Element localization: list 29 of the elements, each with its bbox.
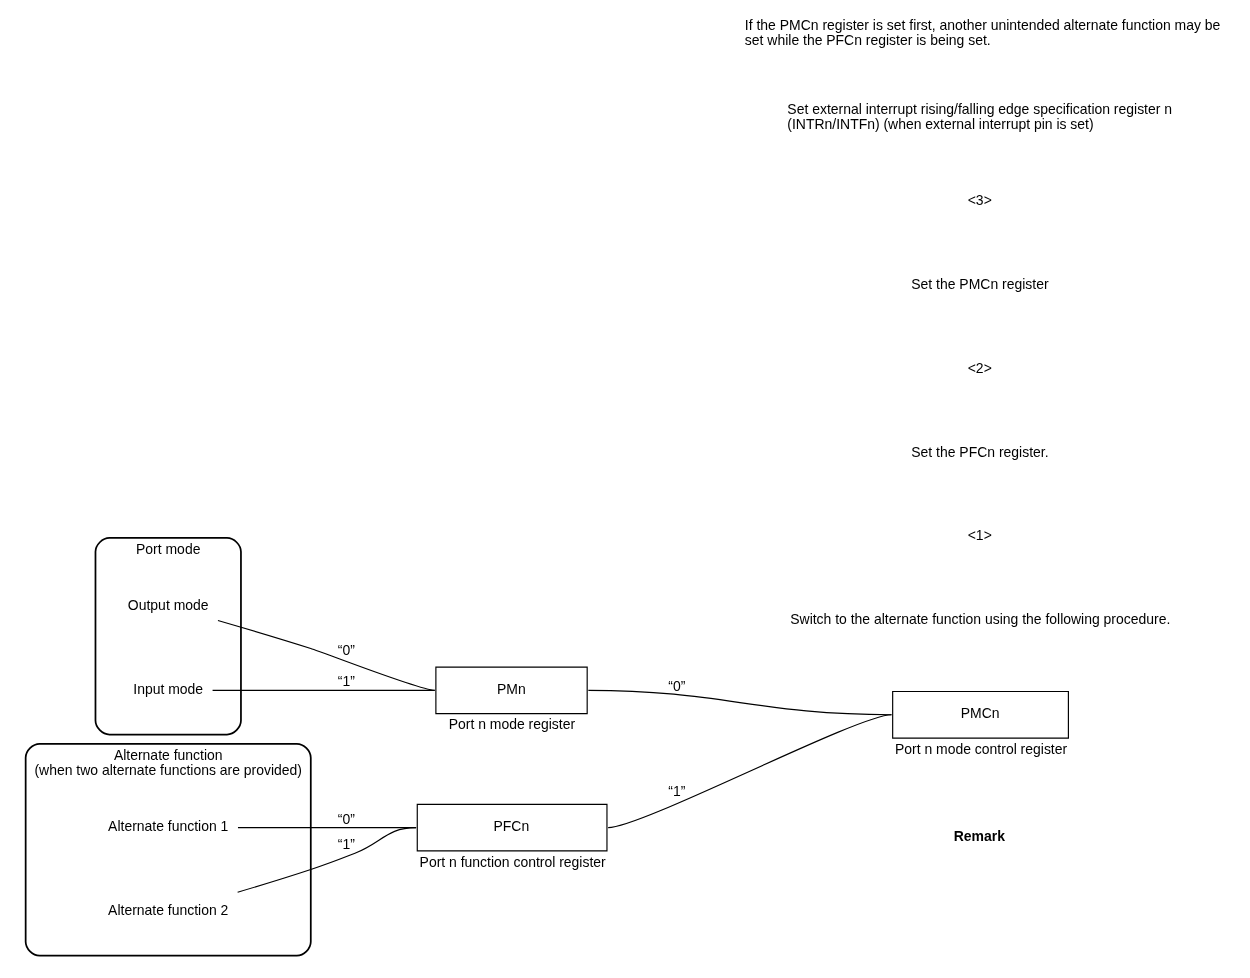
edge-label: “0” <box>337 810 355 827</box>
label: <2> <box>967 359 992 376</box>
node-text: Input mode <box>133 680 204 697</box>
node-label: Port n mode register <box>448 716 576 733</box>
node-text: Alternate function 1 <box>108 818 229 835</box>
label: Set the PFCn register. <box>911 443 1049 460</box>
node-box: PFCn <box>416 803 608 852</box>
node-text: Alternate function 2 <box>108 902 229 919</box>
connector <box>237 827 417 893</box>
edge-label: “1” <box>337 673 355 690</box>
label: <1> <box>967 527 992 544</box>
edge-label: “0” <box>337 641 355 658</box>
label: Remark <box>953 827 1005 844</box>
label: Set external interrupt rising/falling edge specification register n (INTRn/INTFn) (when external interrupt pin is set) <box>787 100 1173 132</box>
edge-label: “1” <box>337 836 355 853</box>
label: Switch to the alternate function using the following procedure. <box>790 611 1171 628</box>
edge-label: “1” <box>668 782 686 799</box>
connector <box>212 689 436 691</box>
connector <box>217 619 436 691</box>
label: <3> <box>967 192 992 209</box>
node-label: Port n function control register <box>419 853 606 870</box>
connector <box>607 714 893 829</box>
node-text: Output mode <box>127 597 209 614</box>
edge-label: “0” <box>668 678 686 695</box>
node-box: PMCn <box>892 690 1069 739</box>
node-box: PMn <box>435 666 588 715</box>
node-label: Port n mode control register <box>895 740 1068 757</box>
label: If the PMCn register is set first, another unintended alternate function may be set while the PFCn register is being set. <box>744 17 1221 49</box>
label: Set the PMCn register <box>911 275 1049 292</box>
